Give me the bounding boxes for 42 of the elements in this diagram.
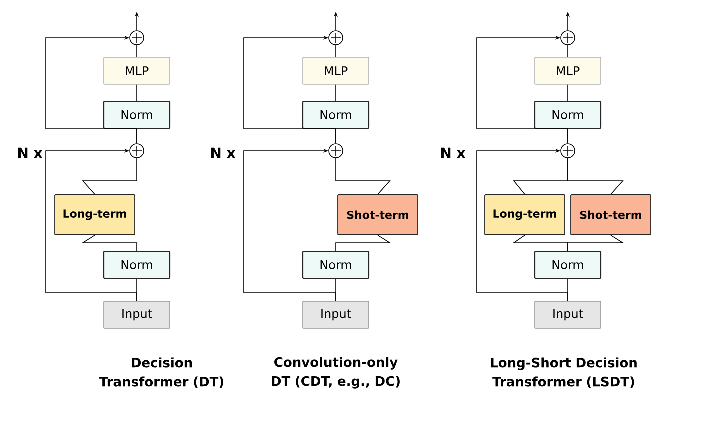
long-term-box: Long-term xyxy=(484,194,566,236)
connector-line xyxy=(476,36,568,144)
plus-circle xyxy=(328,30,344,46)
connector-line xyxy=(568,158,624,195)
connector-line xyxy=(336,158,391,195)
plus-circle xyxy=(130,144,144,158)
short-term-box: Shot-term xyxy=(338,194,418,236)
model-title: Long-Short Decision Transformer (LSDT) xyxy=(491,358,637,388)
repeat-label: N x xyxy=(18,148,43,158)
mlp-box: MLP xyxy=(302,57,370,85)
connector-line xyxy=(244,148,336,302)
norm-box: Norm xyxy=(302,100,370,130)
norm-box: Norm xyxy=(103,250,171,280)
connector-line xyxy=(82,235,138,252)
input-box: Input xyxy=(302,301,370,329)
model-title: Decision Transformer (DT) xyxy=(99,358,224,388)
connector-line xyxy=(82,158,138,195)
model-title: Convolution-only DT (CDT, e.g., DC) xyxy=(272,357,400,389)
plus-circle xyxy=(560,30,576,46)
plus-circle xyxy=(560,144,576,158)
connector-line xyxy=(46,148,138,302)
connector-line xyxy=(46,36,138,144)
input-box: Input xyxy=(534,301,602,329)
connector-line xyxy=(336,235,392,252)
norm-box: Norm xyxy=(534,250,602,280)
plus-circle xyxy=(130,30,144,46)
long-term-box: Long-term xyxy=(54,194,136,236)
input-box: Input xyxy=(104,301,170,329)
norm-box: Norm xyxy=(302,250,370,280)
plus-circle xyxy=(328,144,344,158)
mlp-box: MLP xyxy=(534,57,602,85)
connector-line xyxy=(136,45,138,58)
connector-line xyxy=(136,84,138,102)
norm-box: Norm xyxy=(103,100,171,130)
connector-line xyxy=(476,148,568,302)
repeat-label: N x xyxy=(211,148,236,158)
norm-box: Norm xyxy=(534,100,602,130)
mlp-box: MLP xyxy=(104,57,170,85)
connector-line xyxy=(568,235,624,252)
repeat-label: N x xyxy=(441,148,466,158)
connector-line xyxy=(244,36,336,144)
short-term-box: Shot-term xyxy=(570,194,652,236)
